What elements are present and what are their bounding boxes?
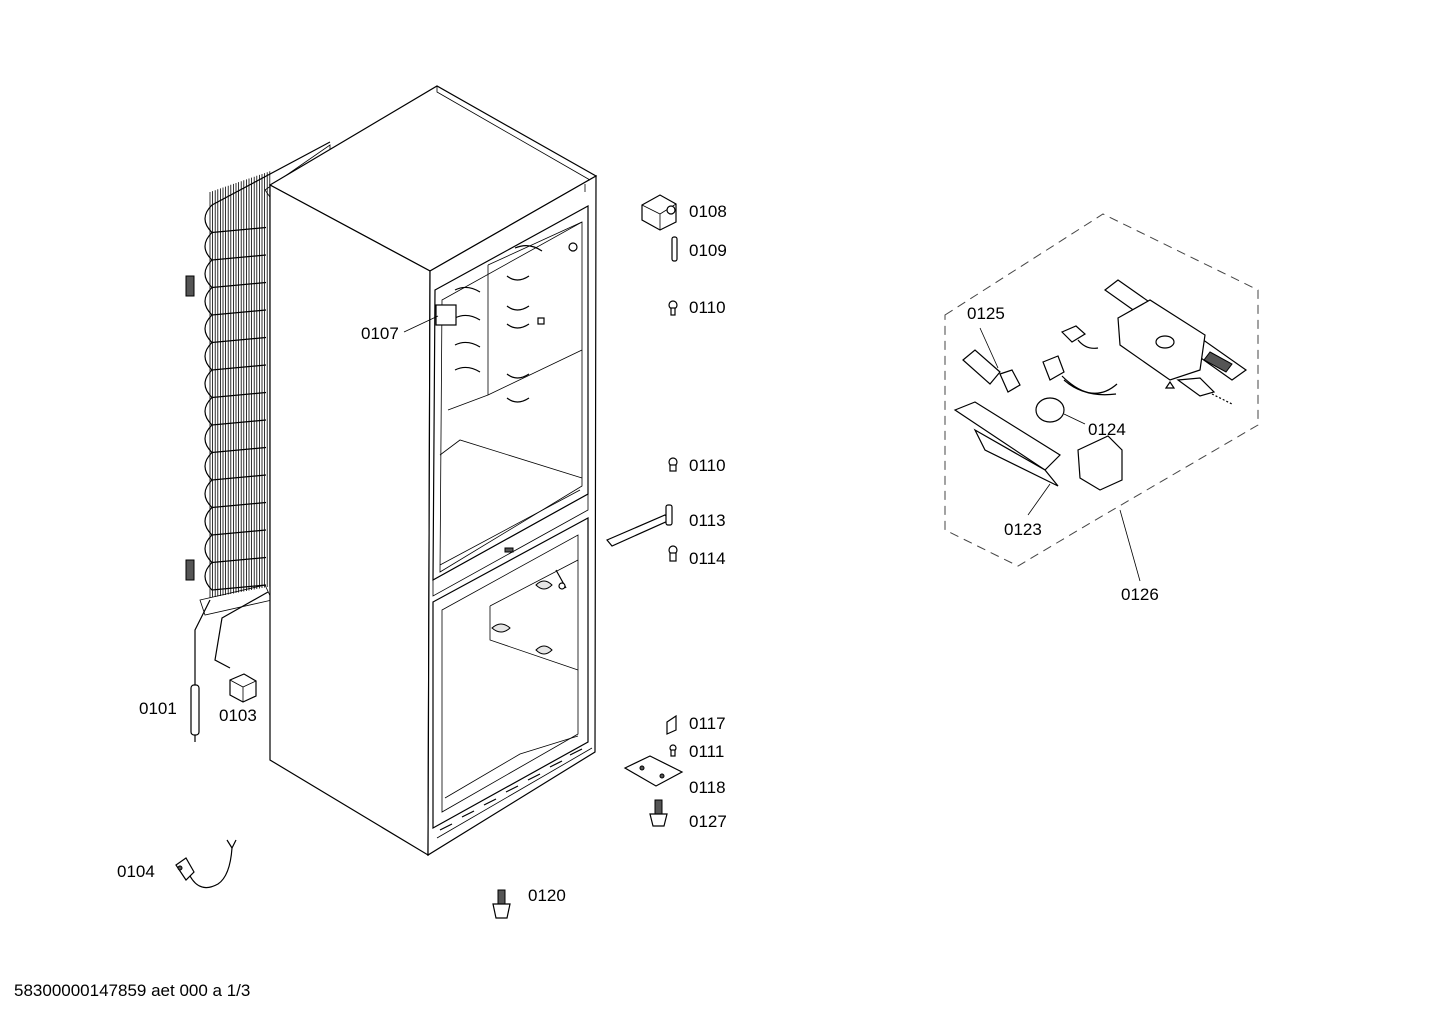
part-label-0113: 0113 [689,511,726,530]
part-label-0104: 0104 [117,862,155,881]
part-label-0108: 0108 [689,202,727,221]
part-label-0117: 0117 [689,714,726,733]
connector-block-drawing [229,673,257,703]
part-label-0123: 0123 [1004,520,1042,539]
dryer-drawing [190,668,200,742]
part-label-0110-upper: 0110 [689,298,726,317]
hinge-parts-drawing [492,194,684,919]
part-label-0126: 0126 [1121,585,1159,604]
part-label-0114: 0114 [689,549,726,568]
condenser-coil-drawing [185,141,331,669]
part-label-0118: 0118 [689,778,726,797]
part-label-0103: 0103 [219,706,257,725]
part-label-0110-middle: 0110 [689,456,726,475]
power-cord-drawing [175,839,237,889]
part-label-0109: 0109 [689,241,727,260]
part-label-0127: 0127 [689,812,727,831]
cabinet-drawing [268,85,598,857]
part-label-0111: 0111 [689,742,725,761]
drawing-reference-code: 58300000147859 aet 000 a 1/3 [14,981,251,1000]
part-label-0107: 0107 [361,324,399,343]
part-label-0125: 0125 [967,304,1005,323]
part-label-0120: 0120 [528,886,566,905]
part-label-0101: 0101 [139,699,177,718]
part-label-0124: 0124 [1088,420,1126,439]
lamp-thermostat-group-drawing [944,213,1259,582]
